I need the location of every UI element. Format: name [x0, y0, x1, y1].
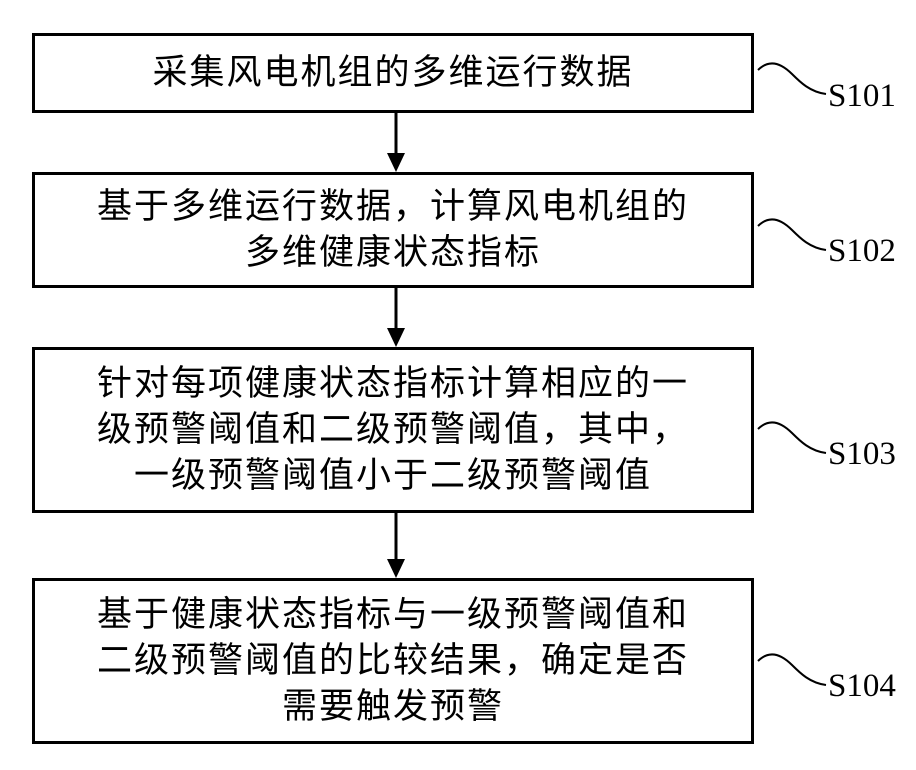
leader-s101: [758, 63, 826, 94]
arrow-s102-to-s103: [387, 288, 405, 347]
leader-s104: [758, 654, 826, 685]
leader-s102: [758, 219, 826, 250]
arrow-s101-to-s102: [387, 113, 405, 172]
arrow-s103-to-s104: [387, 513, 405, 578]
leader-s103: [758, 422, 826, 453]
